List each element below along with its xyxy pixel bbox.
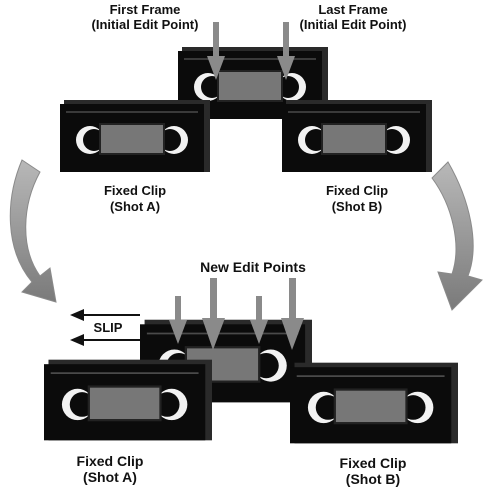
down-arrow-icon bbox=[169, 296, 187, 344]
last-frame-label: Last Frame bbox=[318, 2, 387, 17]
shot-a-bottom-label: Fixed Clip bbox=[77, 453, 144, 469]
down-arrow-icon bbox=[202, 278, 225, 350]
last-frame-sublabel: (Initial Edit Point) bbox=[300, 17, 407, 32]
down-arrow-icon bbox=[277, 22, 295, 80]
curved-arrow-icon bbox=[431, 161, 483, 311]
shot-b-bottom-sublabel: (Shot B) bbox=[346, 471, 400, 487]
vhs-cassette-icon-shot-b-top bbox=[282, 98, 432, 174]
shot-a-top-sublabel: (Shot A) bbox=[110, 199, 160, 214]
first-frame-sublabel: (Initial Edit Point) bbox=[92, 17, 199, 32]
vhs-cassette-icon-shot-a-bottom bbox=[44, 358, 212, 442]
down-arrow-icon bbox=[250, 296, 268, 344]
curved-arrow-icon bbox=[9, 159, 57, 303]
shot-b-bottom-label: Fixed Clip bbox=[340, 455, 407, 471]
vhs-cassette-icon-shot-a-top bbox=[60, 98, 210, 174]
shot-a-bottom-sublabel: (Shot A) bbox=[83, 469, 137, 485]
slip-label: SLIP bbox=[94, 320, 123, 335]
new-edit-points-title: New Edit Points bbox=[200, 259, 306, 275]
first-frame-label: First Frame bbox=[110, 2, 181, 17]
vhs-cassette-icon-shot-b-bottom bbox=[290, 361, 458, 445]
left-arrow-icon bbox=[70, 309, 140, 346]
shot-b-top-label: Fixed Clip bbox=[326, 183, 388, 198]
down-arrow-icon bbox=[207, 22, 225, 80]
shot-b-top-sublabel: (Shot B) bbox=[332, 199, 383, 214]
down-arrow-icon bbox=[281, 278, 304, 350]
shot-a-top-label: Fixed Clip bbox=[104, 183, 166, 198]
